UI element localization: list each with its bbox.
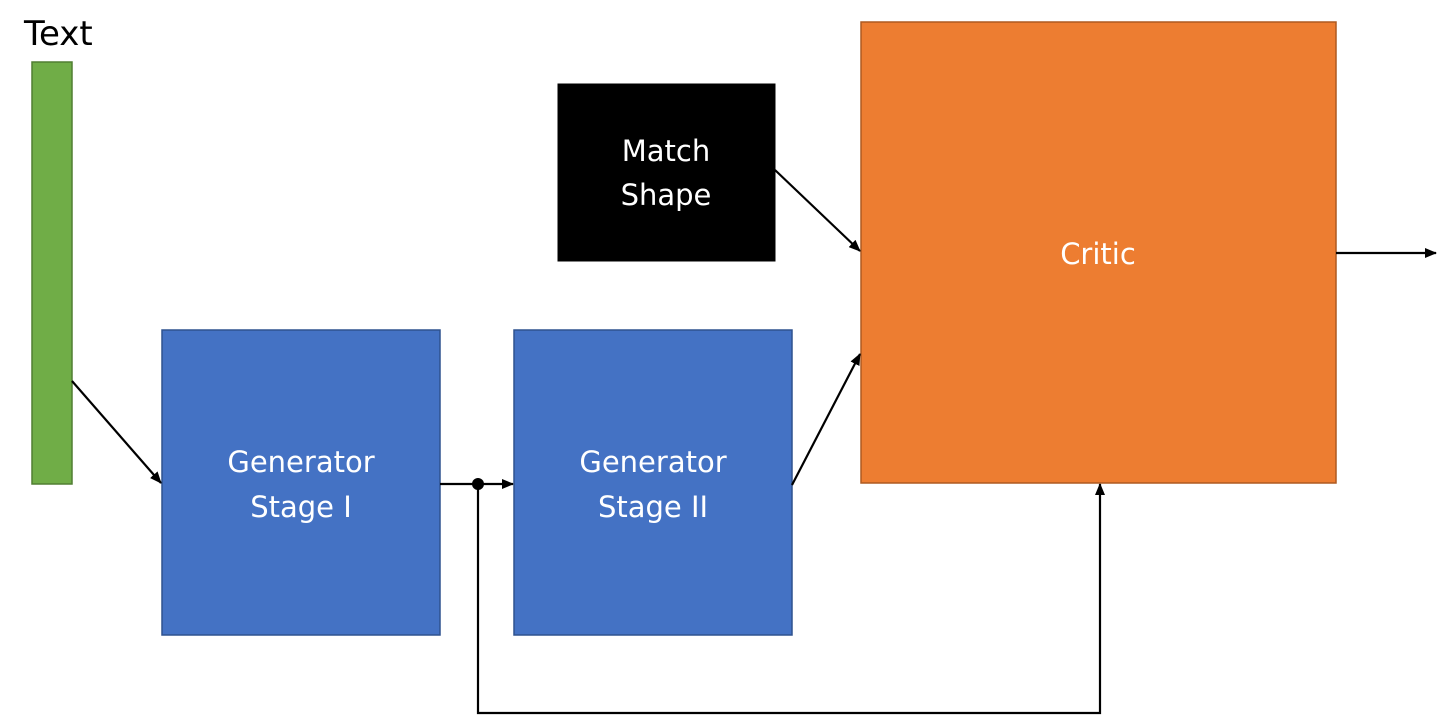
text-input-bar — [31, 61, 73, 485]
critic-block: Critic — [860, 21, 1337, 484]
generator-stage-2-block: Generator Stage II — [513, 329, 793, 636]
generator-stage-1-label-line-1: Generator — [227, 445, 374, 479]
generator-stage-1-label-line-2: Stage I — [250, 490, 352, 524]
generator-stage-2-label-line-1: Generator — [579, 445, 726, 479]
match-shape-label-line-2: Shape — [621, 178, 712, 212]
edge-text-to-generator-stage-1 — [71, 380, 162, 484]
match-shape-block: Match Shape — [557, 83, 776, 262]
edge-generator-stage-1-to-critic-bottom — [476, 483, 1105, 715]
text-input-label: Text — [23, 14, 93, 54]
generator-stage-2-label-line-2: Stage II — [598, 490, 708, 524]
critic-label: Critic — [1060, 237, 1136, 271]
generator-stage-1-block: Generator Stage I — [161, 329, 441, 636]
match-shape-label-line-1: Match — [622, 134, 711, 168]
edge-match-shape-to-critic — [774, 169, 861, 252]
edge-generator-stage-2-to-critic — [791, 353, 861, 486]
